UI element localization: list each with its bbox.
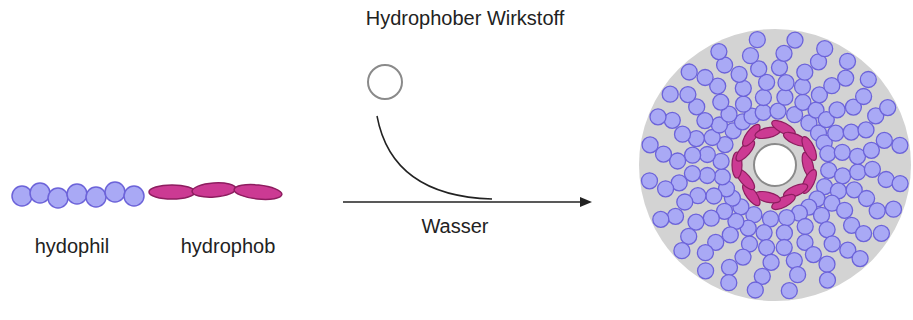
micelle (642, 32, 909, 299)
hydrophilic-bead (642, 137, 658, 153)
hydrophilic-bead (843, 124, 859, 140)
hydrophilic-bead (681, 64, 697, 80)
hydrophilic-bead (697, 70, 713, 86)
hydrophilic-bead (787, 32, 803, 48)
hydrophilic-bead (776, 45, 792, 61)
hydrophilic-bead (852, 251, 868, 267)
hydrophilic-bead (797, 64, 813, 80)
hydrophilic-bead (721, 275, 737, 291)
hydrophilic-bead (864, 161, 880, 177)
hydrophobic-segment (799, 135, 819, 163)
hydrophilic-bead (873, 225, 889, 241)
hydrophilic-bead (856, 226, 872, 242)
hydrophilic-bead (699, 168, 715, 184)
encapsulated-drug (754, 144, 796, 186)
hydrophilic-bead (829, 102, 845, 118)
hydrophilic-bead (876, 132, 892, 148)
hydrophilic-bead (820, 272, 836, 288)
hydrophilic-bead (680, 87, 696, 103)
hydrophilic-bead (698, 263, 714, 279)
hydrophilic-bead (703, 210, 719, 226)
hydrophilic-bead (860, 72, 876, 88)
hydrophilic-bead (677, 194, 693, 210)
hydrophilic-bead (880, 100, 896, 116)
hydrophilic-bead (837, 202, 853, 218)
hydrophilic-bead (722, 227, 738, 243)
hydrophilic-bead (688, 214, 704, 230)
micelle-ground (639, 29, 911, 301)
hydrophilic-bead (781, 283, 797, 299)
solvent-label: Wasser (421, 214, 488, 238)
drug-circle (368, 65, 402, 99)
hydrophilic-bead (892, 176, 908, 192)
hydrophilic-bead (850, 164, 866, 180)
hydrophilic-bead (886, 201, 902, 217)
hydrophilic-bead (711, 44, 727, 60)
hydrophilic-bead (706, 188, 722, 204)
hydrophilic-bead (835, 168, 851, 184)
hydrophilic-bead (664, 112, 680, 128)
hydrophilic-bead (713, 94, 729, 110)
hydrophilic-bead (858, 122, 874, 138)
amphiphilic-polymer (12, 181, 283, 208)
hydrophilic-bead (869, 203, 885, 219)
hydrophilic-bead (697, 245, 713, 261)
hydrophilic-bead (658, 181, 674, 197)
hydrophilic-bead (699, 147, 715, 163)
hydrophilic-bead (786, 253, 802, 269)
hydrophilic-bead (828, 125, 844, 141)
hydrophilic-bead (772, 60, 788, 76)
hydrophilic-bead (662, 86, 678, 102)
block-label: hydrophob (181, 234, 276, 258)
hydrophilic-bead (650, 109, 666, 125)
hydrophilic-bead (834, 144, 850, 160)
hydrophilic-bead (731, 66, 747, 82)
hydrophilic-bead (668, 208, 684, 224)
hydrophilic-bead (749, 32, 765, 48)
hydrophilic-bead (747, 282, 763, 298)
hydrophilic-bead (722, 259, 738, 275)
hydrophilic-bead (777, 89, 793, 105)
hydrophilic-bead (838, 70, 854, 86)
hydrophilic-bead (675, 126, 691, 142)
hydrophilic-bead (714, 169, 730, 185)
hydrophilic-bead (892, 137, 908, 153)
hydrophilic-bead (840, 53, 856, 69)
hydrophilic-bead (735, 249, 751, 265)
hydrophilic-bead (681, 228, 697, 244)
hydrophilic-bead (674, 243, 690, 259)
hydrophilic-bead (776, 225, 792, 241)
hydrophilic-bead (642, 173, 658, 189)
hydrophilic-bead (763, 254, 779, 270)
hydrophilic-bead (755, 90, 771, 106)
hydrophilic-bead (756, 225, 772, 241)
reaction-arrow (343, 201, 582, 203)
hydrophilic-bead (814, 207, 830, 223)
hydrophilic-bead (779, 210, 795, 226)
drug-path (377, 116, 492, 199)
hydrophilic-bead (653, 211, 669, 227)
block-label: hydophil (35, 234, 110, 258)
hydrophilic-bead (795, 79, 811, 95)
hydrophilic-bead (819, 256, 835, 272)
hydrophilic-bead (759, 240, 775, 256)
arrow-head (580, 197, 592, 207)
hydrophilic-bead (790, 267, 806, 283)
hydrophilic-bead (743, 48, 759, 64)
hydrophilic-bead (778, 75, 794, 91)
hydrophilic-bead (797, 219, 813, 235)
hydrophilic-bead (819, 222, 835, 238)
hydrophilic-bead (817, 41, 833, 57)
hydrophilic-bead (755, 104, 771, 120)
hydrophilic-bead (776, 240, 792, 256)
hydrophilic-bead (805, 247, 821, 263)
hydrophilic-bead (736, 96, 752, 112)
hydrophilic-bead (820, 146, 836, 162)
hydrophilic-bead (856, 89, 872, 105)
hydrophilic-bead (685, 147, 701, 163)
hydrophilic-bead (824, 236, 840, 252)
drug-label: Hydrophober Wirkstoff (366, 6, 565, 30)
